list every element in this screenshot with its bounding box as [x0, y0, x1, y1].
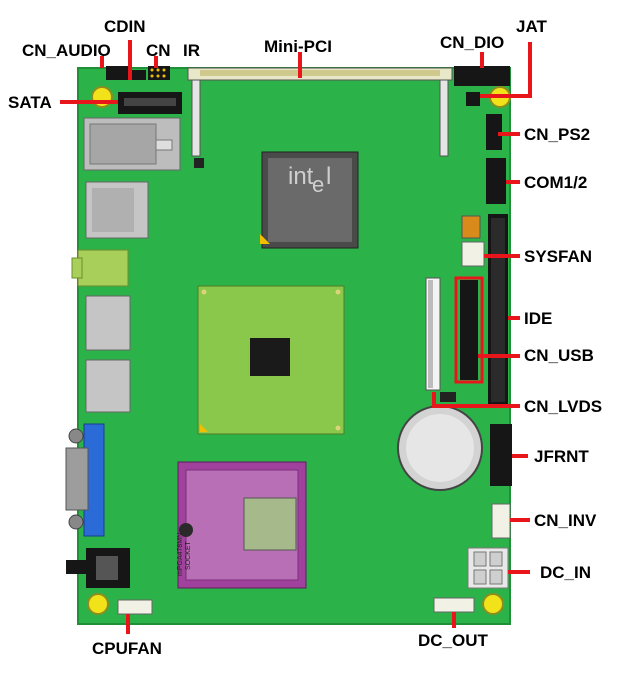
- jat-jumper: [466, 92, 480, 106]
- sata-connector: [118, 92, 182, 114]
- ps2-header: [486, 114, 502, 150]
- label-sysfan: SYSFAN: [524, 247, 593, 266]
- label-cdin: CDIN: [104, 17, 146, 36]
- label-jfrnt: JFRNT: [534, 447, 589, 466]
- dc-out-header: [433, 597, 475, 613]
- audio-headers: [106, 66, 170, 80]
- cmos-battery: [397, 405, 483, 491]
- lvds-connector: [425, 277, 441, 391]
- chip-brand-text: int: [288, 163, 314, 190]
- label-ir: IR: [183, 41, 200, 60]
- power-jack: [66, 548, 130, 588]
- dc-in-connector: [467, 547, 509, 589]
- label-dc-out: DC_OUT: [418, 631, 488, 650]
- inv-header: [491, 503, 511, 539]
- label-ide: IDE: [524, 309, 553, 328]
- socket-label-2: SOCKET: [185, 540, 192, 570]
- label-cn-usb: CN_USB: [524, 346, 594, 365]
- label-cn: CN: [146, 41, 171, 60]
- label-cn-lvds: CN_LVDS: [524, 397, 603, 416]
- cpu-package: [197, 285, 345, 435]
- socket-label-1: mPGA478MN: [177, 533, 184, 576]
- ide-connector: [488, 214, 508, 406]
- label-com12: COM1/2: [524, 173, 588, 192]
- mini-pci-slot: [187, 67, 453, 157]
- sysfan-jumper: [461, 215, 481, 239]
- usb-ports: [85, 181, 149, 413]
- label-cn-ps2: CN_PS2: [524, 125, 591, 144]
- callout-lines: [60, 40, 532, 634]
- misc-components: [194, 158, 456, 402]
- intel-chipset: int e l: [260, 151, 359, 249]
- audio-jack: [71, 249, 129, 287]
- vga-port: [65, 423, 105, 537]
- chip-brand-l: l: [326, 163, 331, 190]
- callout-cn-lvds: [432, 392, 520, 408]
- lan-port: [83, 117, 181, 171]
- chip-brand-e: e: [312, 172, 324, 197]
- usb-headers: [454, 276, 484, 384]
- label-dc-in: DC_IN: [540, 563, 592, 582]
- label-sata: SATA: [8, 93, 52, 112]
- label-jat: JAT: [516, 17, 547, 36]
- jfrnt-header: [490, 424, 512, 486]
- sysfan-header: [461, 241, 485, 267]
- label-mini-pci: Mini-PCI: [264, 37, 332, 56]
- label-cn-dio: CN_DIO: [440, 33, 505, 52]
- label-cn-inv: CN_INV: [534, 511, 597, 530]
- cpu-socket: mPGA478MN SOCKET: [177, 461, 307, 589]
- com-header: [486, 158, 506, 204]
- label-cpufan: CPUFAN: [92, 639, 162, 658]
- callout-jat: [480, 42, 532, 98]
- dio-header: [454, 66, 510, 86]
- label-cn-audio: CN_AUDIO: [22, 41, 111, 60]
- cpufan-header: [117, 599, 153, 615]
